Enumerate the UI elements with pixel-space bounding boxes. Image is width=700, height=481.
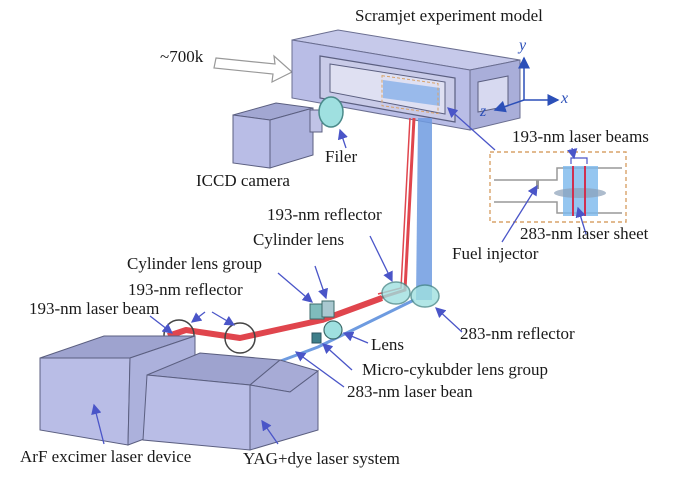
coordinate-axes bbox=[493, 56, 560, 113]
cylinder-lens bbox=[321, 300, 335, 318]
laser-beams-193-label: 193-nm laser beams bbox=[512, 127, 649, 146]
flow-arrow bbox=[213, 54, 294, 84]
micro-lens-group-label: Micro-cykubder lens group bbox=[362, 360, 549, 379]
beam-193-horizontal bbox=[167, 295, 384, 341]
micro-cylinder-lens-group bbox=[311, 332, 322, 344]
cylinder-lens-label: Cylinder lens bbox=[253, 230, 345, 249]
iccd-camera-label: ICCD camera bbox=[196, 171, 290, 190]
arf-laser-label: ArF excimer laser device bbox=[20, 447, 192, 466]
yag-laser-label: YAG+dye laser system bbox=[243, 449, 400, 468]
fuel-injector-label: Fuel injector bbox=[452, 244, 539, 263]
reflector-193-lower-label: 193-nm reflector bbox=[128, 280, 243, 299]
laser-sheet-283-label: 283-nm laser sheet bbox=[520, 224, 649, 243]
reflector-193-upper bbox=[381, 281, 411, 305]
laser-beam-283-label: 283-nm laser bean bbox=[347, 382, 473, 401]
reflector-283 bbox=[410, 284, 440, 308]
axis-y-label: y bbox=[519, 37, 527, 54]
filter-label: Filer bbox=[325, 147, 358, 166]
yag-laser-system bbox=[142, 352, 320, 451]
axis-z-label: z bbox=[480, 103, 487, 120]
reflector-283-label: 283-nm reflector bbox=[460, 324, 575, 343]
axis-x-label: x bbox=[561, 90, 569, 107]
iccd-camera bbox=[232, 102, 323, 169]
lens-label: Lens bbox=[371, 335, 405, 354]
reflector-193-upper-label: 193-nm reflector bbox=[267, 205, 382, 224]
flow-temperature-label: ~700k bbox=[160, 47, 204, 66]
laser-beam-193-label: 193-nm laser beam bbox=[29, 299, 160, 318]
reflector-193-middle bbox=[224, 322, 256, 354]
beam-283-vertical bbox=[416, 118, 432, 300]
leader-arrows bbox=[91, 107, 587, 445]
lens bbox=[323, 320, 343, 340]
scramjet-model-label: Scramjet experiment model bbox=[355, 6, 543, 25]
scramjet-model bbox=[291, 29, 521, 131]
filter-lens bbox=[318, 96, 344, 128]
inset-combustor bbox=[489, 151, 627, 223]
cylinder-lens-group-label: Cylinder lens group bbox=[127, 254, 263, 273]
